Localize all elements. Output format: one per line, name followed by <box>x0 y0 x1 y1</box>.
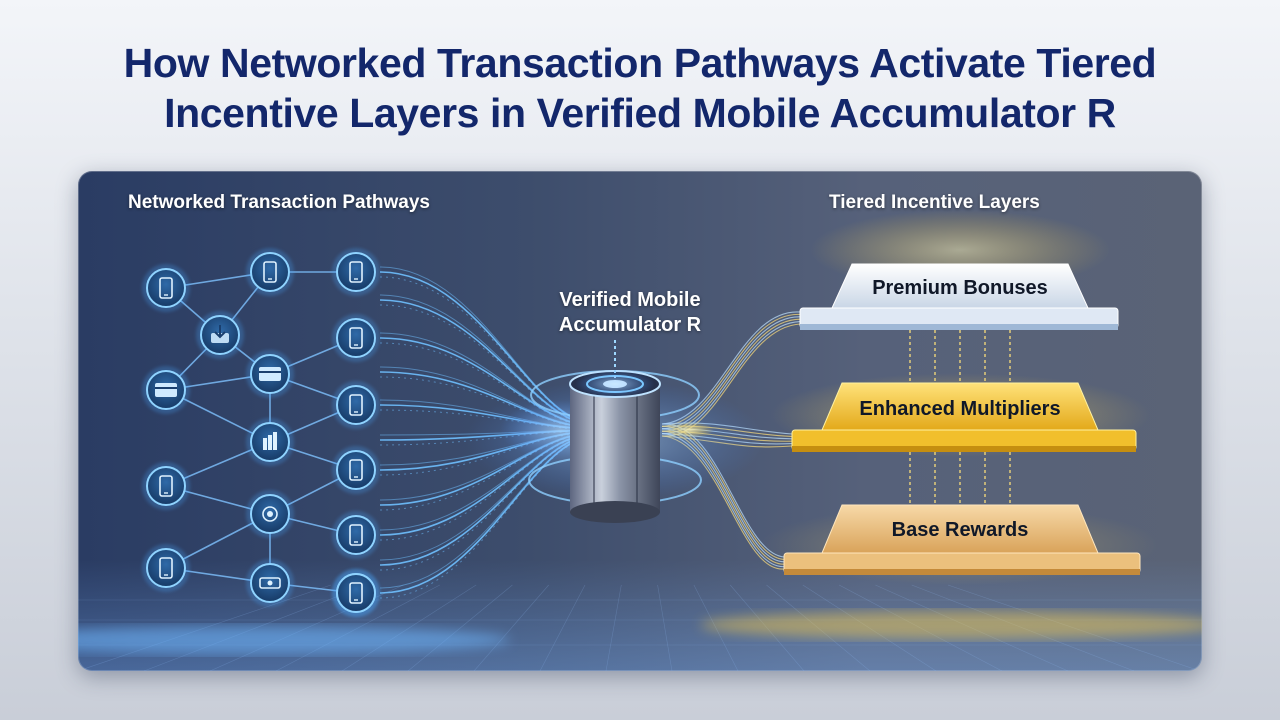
tier-base <box>760 504 1160 585</box>
tiers-heading: Tiered Incentive Layers <box>829 192 1040 213</box>
phone-icon <box>349 394 363 416</box>
download-icon <box>211 325 229 343</box>
page-title: How Networked Transaction Pathways Activ… <box>0 38 1280 138</box>
network-node <box>246 418 294 466</box>
cash-icon <box>259 577 281 589</box>
network-node <box>142 264 190 312</box>
phone-icon <box>159 277 173 299</box>
accumulator-label-line-1: Verified Mobile <box>559 289 701 311</box>
network-node <box>332 446 380 494</box>
network-node <box>142 462 190 510</box>
credit-card-icon <box>155 383 177 397</box>
phone-icon <box>349 524 363 546</box>
accumulator-label: Verified Mobile Accumulator R <box>520 288 740 338</box>
left-floor-light <box>78 626 510 654</box>
network-node <box>246 490 294 538</box>
phone-icon <box>263 261 277 283</box>
tier-premium <box>799 210 1119 330</box>
network-node <box>246 559 294 607</box>
tier-enhanced <box>770 373 1150 457</box>
phone-icon <box>349 582 363 604</box>
phone-icon <box>349 261 363 283</box>
tier-premium-label: Premium Bonuses <box>872 277 1048 299</box>
network-node <box>332 314 380 362</box>
phone-icon <box>349 459 363 481</box>
network-nodes <box>142 248 380 617</box>
title-line-2: Incentive Layers in Verified Mobile Accu… <box>164 90 1116 136</box>
network-node <box>332 248 380 296</box>
network-node <box>332 511 380 559</box>
network-node <box>332 381 380 429</box>
accumulator-base <box>570 501 660 523</box>
pathways-heading: Networked Transaction Pathways <box>128 192 430 213</box>
accumulator-device <box>465 340 765 523</box>
network-node <box>332 569 380 617</box>
network-node <box>246 350 294 398</box>
coin-icon <box>262 506 278 522</box>
accumulator-body <box>570 384 660 512</box>
bar-chart-icon <box>263 432 277 450</box>
output-glow <box>666 422 714 438</box>
accumulator-label-line-2: Accumulator R <box>558 314 702 336</box>
diagram-canvas <box>78 210 1202 671</box>
tier-enhanced-label: Enhanced Multipliers <box>859 398 1061 420</box>
phone-icon <box>159 557 173 579</box>
tier-base-label: Base Rewards <box>891 519 1029 541</box>
network-node <box>246 248 294 296</box>
credit-card-icon <box>259 367 281 381</box>
phone-icon <box>159 475 173 497</box>
title-line-1: How Networked Transaction Pathways Activ… <box>123 40 1157 86</box>
network-node <box>196 311 244 359</box>
network-node <box>142 366 190 414</box>
network-node <box>142 544 190 592</box>
right-floor-light <box>700 611 1202 639</box>
phone-icon <box>349 327 363 349</box>
diagram-panel <box>78 171 1202 671</box>
